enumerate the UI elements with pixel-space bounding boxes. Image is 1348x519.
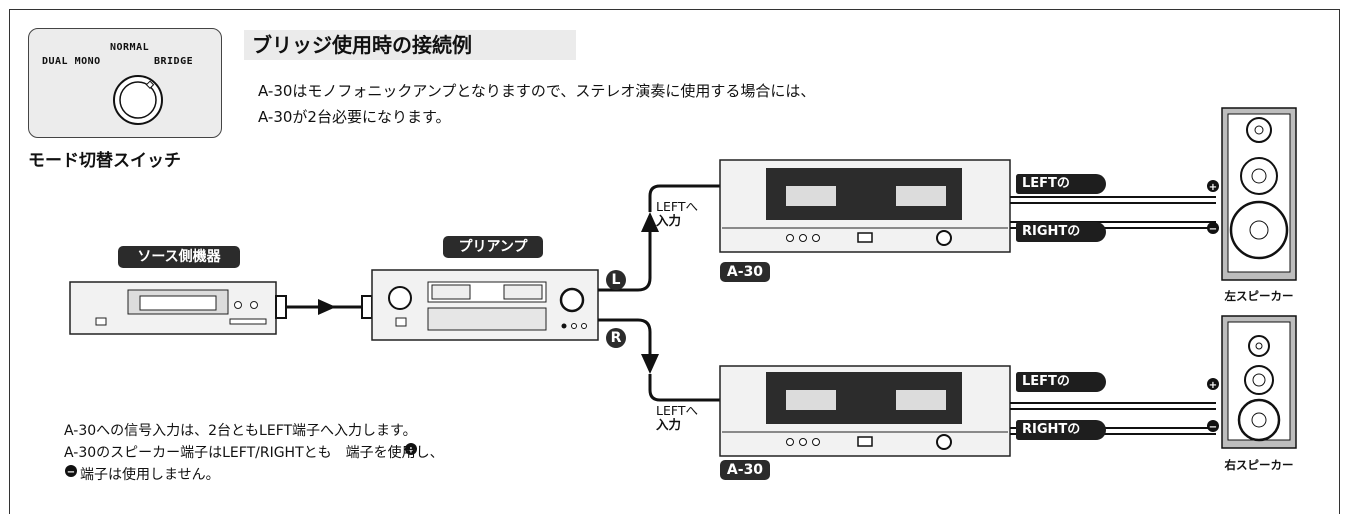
svg-text:+: +: [1209, 380, 1217, 391]
amp-2-model: A-30: [720, 460, 770, 480]
svg-text:+: +: [407, 445, 415, 456]
amp-1-spk-right: RIGHTの: [1016, 222, 1106, 242]
preamp-icon: [371, 269, 599, 341]
amp-1-input-label: LEFTへ 入力: [656, 199, 698, 228]
preamp-out-left: L: [606, 270, 626, 290]
description-line-1: A-30はモノフォニックアンプとなりますので、ステレオ演奏に使用する場合には、: [258, 82, 816, 100]
svg-text:−: −: [1209, 224, 1217, 235]
amp-2-spk-right: RIGHTの: [1016, 420, 1106, 440]
amp-2-input-label: LEFTへ 入力: [656, 403, 698, 432]
description-line-2: A-30が2台必要になります。: [258, 108, 451, 126]
svg-text:−: −: [67, 467, 75, 478]
note-line-3: 端子は使用しません。: [80, 467, 220, 483]
left-speaker-label: 左スピーカー: [1224, 289, 1294, 303]
note-line-2: A-30のスピーカー端子はLEFT/RIGHTとも端子を使用し、: [64, 445, 444, 461]
note-line-1: A-30への信号入力は、2台ともLEFT端子へ入力します。: [64, 423, 417, 439]
right-speaker-icon: [1221, 315, 1297, 449]
amp-2-spk-left: LEFTの: [1016, 372, 1106, 392]
mode-bridge-label: BRIDGE: [154, 56, 194, 67]
minus-terminal-icon: [65, 465, 77, 477]
svg-text:+: +: [1209, 182, 1217, 193]
amp-1-model: A-30: [720, 262, 770, 282]
mode-normal-label: NORMAL: [110, 42, 150, 53]
mode-knob-icon: [113, 75, 163, 125]
source-label: ソース側機器: [118, 246, 240, 268]
amp-1-spk-left: LEFTの: [1016, 174, 1106, 194]
preamp-output-cables: [598, 184, 720, 402]
source-device-icon: [69, 281, 277, 335]
left-speaker-icon: [1221, 107, 1297, 281]
svg-text:−: −: [1209, 422, 1217, 433]
preamp-out-right: R: [606, 328, 626, 348]
source-to-preamp-cable: [275, 295, 373, 319]
amp-2-icon: [719, 365, 1011, 457]
page-title: ブリッジ使用時の接続例: [244, 30, 576, 60]
speaker-cables: + − + −: [1010, 180, 1219, 435]
mode-switch-caption: モード切替スイッチ: [28, 151, 181, 171]
diagram-frame: [9, 9, 1340, 514]
preamp-label: プリアンプ: [443, 236, 543, 258]
amp-1-icon: [719, 159, 1011, 253]
mode-dual-mono-label: DUAL MONO: [42, 56, 101, 67]
plus-terminal-icon: [405, 443, 417, 455]
right-speaker-label: 右スピーカー: [1224, 458, 1294, 472]
